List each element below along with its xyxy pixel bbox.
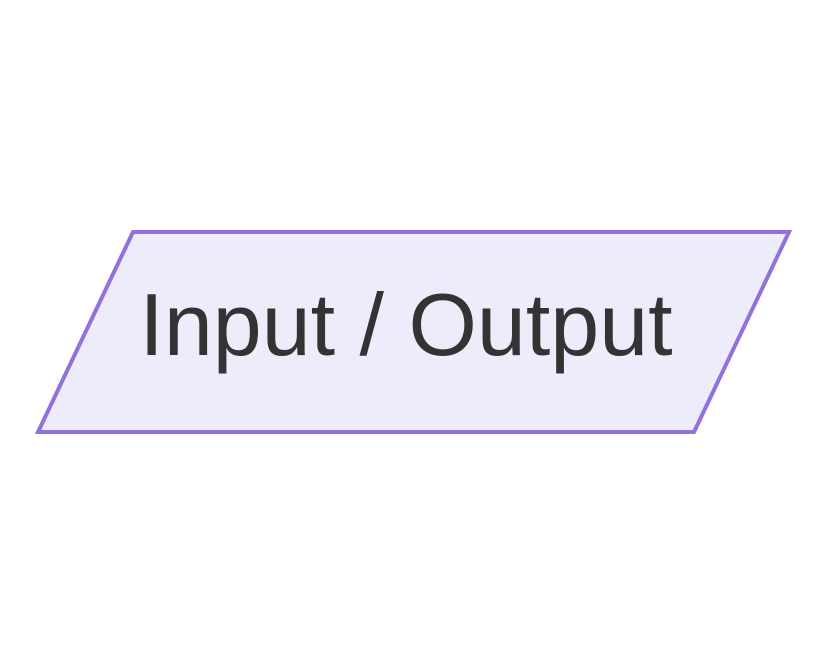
- io-node-parallelogram: [34, 230, 793, 434]
- io-node-label: Input / Output: [139, 275, 672, 374]
- io-node: Input / Output: [34, 230, 793, 434]
